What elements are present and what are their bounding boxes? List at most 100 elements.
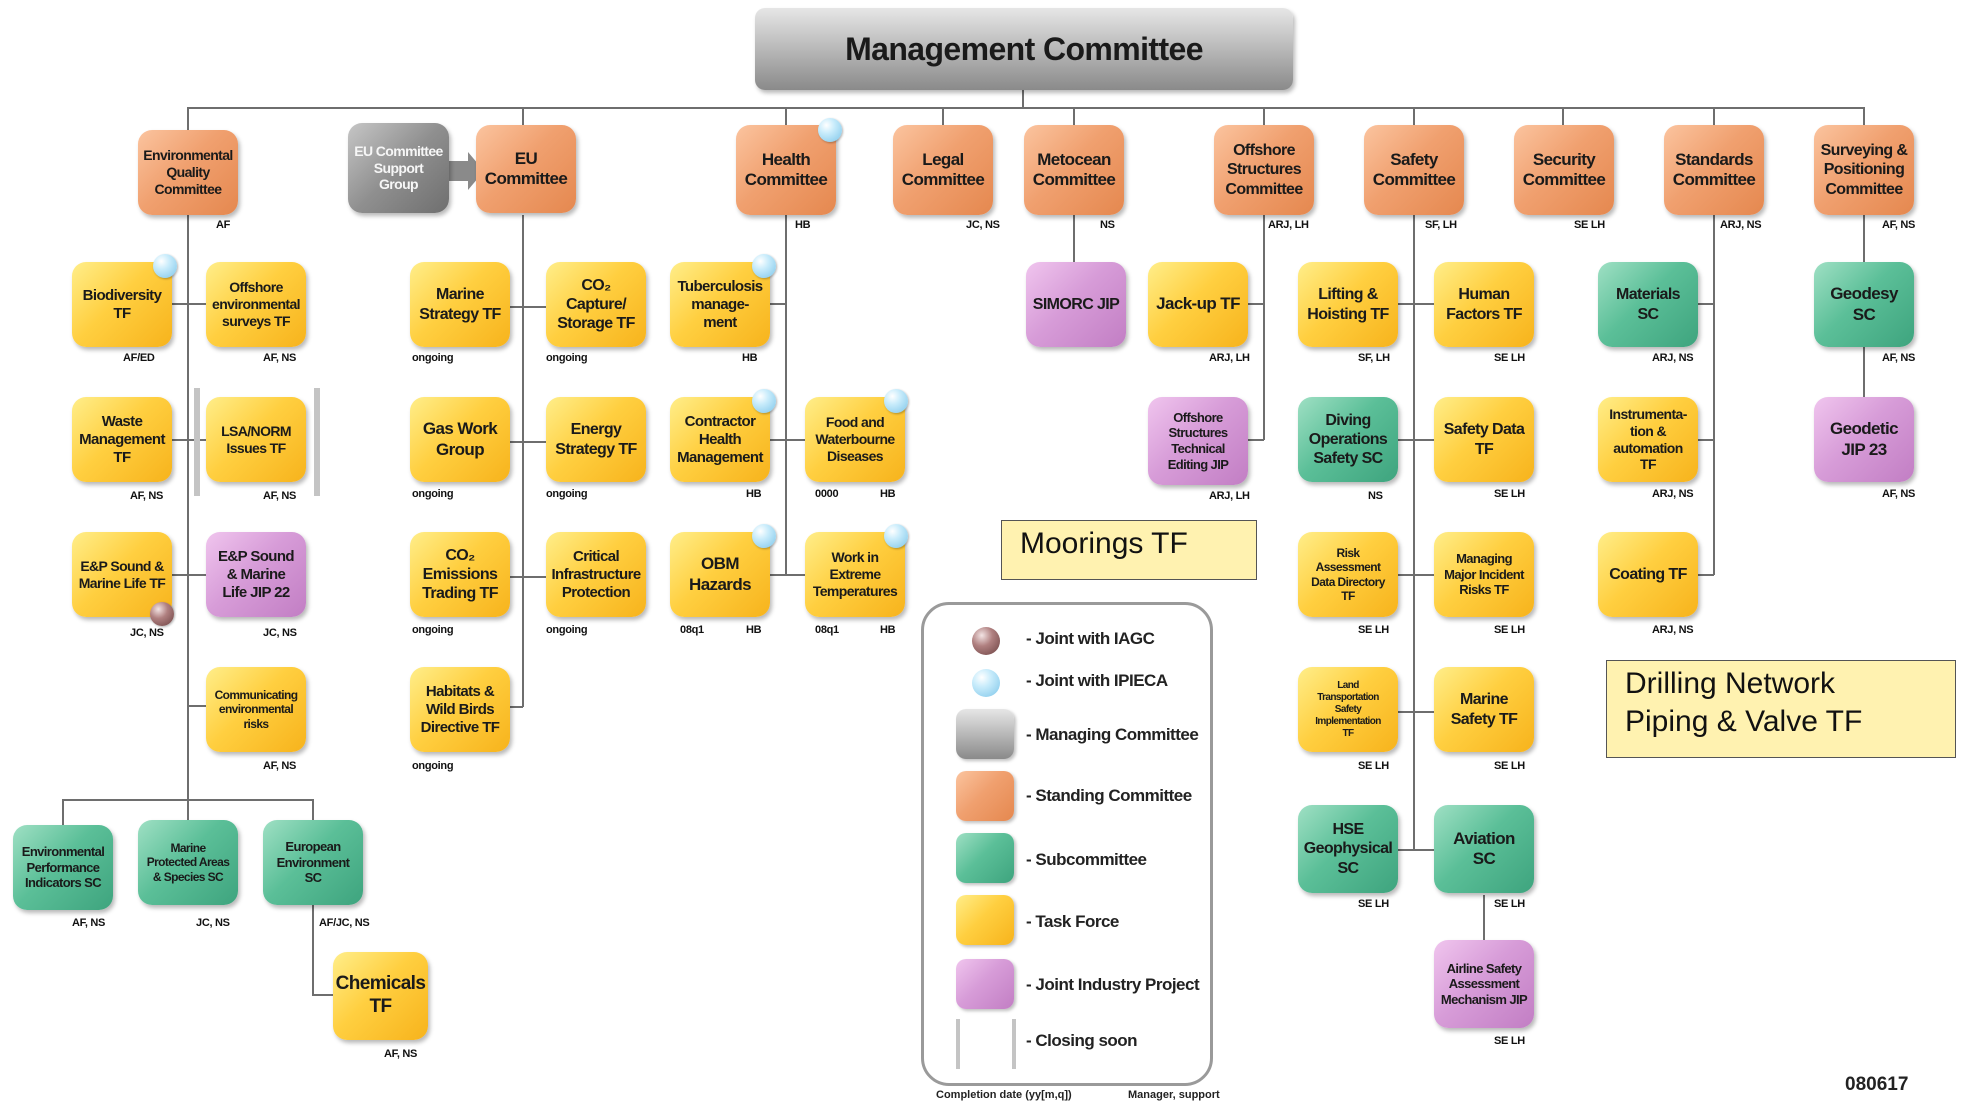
ipieca-joint-icon [752,389,776,413]
offshore-structures-technical-editing-jip[interactable]: Offshore Structures Technical Editing JI… [1148,397,1248,485]
marine-protected-areas-sc[interactable]: Marine Protected Areas & Species SC [138,820,238,905]
ipieca-joint-icon [884,524,908,548]
task-force-swatch [956,895,1014,945]
contractor-health-management[interactable]: Contractor Health Management [670,397,770,482]
closing-soon-bracket [194,388,320,496]
drilling-network-callout: Drilling Network Piping & Valve TF [1606,660,1956,758]
obm-hazards[interactable]: OBM Hazards [670,532,770,617]
surveying-positioning-committee[interactable]: Surveying & Positioning Committee [1814,125,1914,215]
legend-footer-completion-date: Completion date (yy[m,q]) [936,1089,1072,1101]
committee-note: HB [795,219,811,231]
biodiversity-tf[interactable]: Biodiversity TF [72,262,172,347]
box-note: 08q1 [815,624,839,636]
committee-note: SF, LH [1425,219,1457,231]
box-note: SE LH [1358,898,1389,910]
lifting-hoisting-tf[interactable]: Lifting & Hoisting TF [1298,262,1398,347]
hse-geophysical-sc[interactable]: HSE Geophysical SC [1298,805,1398,893]
simorc-jip[interactable]: SIMORC JIP [1026,262,1126,347]
aviation-sc[interactable]: Aviation SC [1434,805,1534,893]
environmental-performance-indicators-sc[interactable]: Environmental Performance Indicators SC [13,825,113,910]
instrumentation-automation-tf[interactable]: Instrumenta- tion & automation TF [1598,397,1698,482]
iagc-legend-icon [972,627,1000,655]
box-note: AF/ED [123,352,155,364]
legend-label: - Task Force [1026,912,1119,931]
iagc-joint-icon [150,602,174,626]
airline-safety-assessment-mechanism-jip[interactable]: Airline Safety Assessment Mechanism JIP [1434,940,1534,1028]
risk-assessment-data-directory-tf[interactable]: Risk Assessment Data Directory TF [1298,532,1398,617]
work-in-extreme-temperatures[interactable]: Work in Extreme Temperatures [805,532,905,617]
european-environment-sc[interactable]: European Environment SC [263,820,363,905]
box-note: ARJ, LH [1209,490,1250,502]
ep-sound-marine-life-jip[interactable]: E&P Sound & Marine Life JIP 22 [206,532,306,617]
box-note: ARJ, LH [1209,352,1250,364]
offshore-structures-committee[interactable]: Offshore Structures Committee [1214,125,1314,215]
energy-strategy-tf[interactable]: Energy Strategy TF [546,397,646,482]
jack-up-tf[interactable]: Jack-up TF [1148,262,1248,347]
lsa-norm-issues-tf[interactable]: LSA/NORM Issues TF [206,397,306,482]
box-note: SE LH [1494,624,1525,636]
eu-committee-support-group[interactable]: EU Committee Support Group [348,123,449,213]
habitats-wild-birds-directive-tf[interactable]: Habitats & Wild Birds Directive TF [410,667,510,752]
eu-committee[interactable]: EU Committee [476,125,576,213]
box-note: SE LH [1494,488,1525,500]
waste-management-tf[interactable]: Waste Management TF [72,397,172,482]
offshore-environmental-surveys-tf[interactable]: Offshore environmental surveys TF [206,262,306,347]
box-note: JC, NS [196,917,230,929]
box-note: AF, NS [263,490,297,502]
box-note: SE LH [1494,760,1525,772]
committee-note: SE LH [1574,219,1605,231]
ipieca-joint-icon [752,254,776,278]
committee-note: ARJ, NS [1720,219,1762,231]
diving-operations-safety-sc[interactable]: Diving Operations Safety SC [1298,397,1398,482]
jip-swatch [956,959,1014,1009]
ipieca-joint-icon [153,254,177,278]
standing-committee-swatch [956,771,1014,821]
box-note: AF, NS [384,1048,418,1060]
standards-committee[interactable]: Standards Committee [1664,125,1764,215]
communicating-environmental-risks[interactable]: Communicating environmental risks [206,667,306,752]
geodetic-jip-23[interactable]: Geodetic JIP 23 [1814,397,1914,482]
chemicals-tf[interactable]: Chemicals TF [333,952,428,1040]
safety-committee[interactable]: Safety Committee [1364,125,1464,215]
box-note: ongoing [412,624,454,636]
food-waterbourne-diseases[interactable]: Food and Waterbourne Diseases [805,397,905,482]
geodesy-sc[interactable]: Geodesy SC [1814,262,1914,347]
safety-data-tf[interactable]: Safety Data TF [1434,397,1534,482]
managing-committee-swatch [956,709,1014,759]
management-committee-title: Management Committee [845,30,1203,67]
marine-strategy-tf[interactable]: Marine Strategy TF [410,262,510,347]
managing-major-incident-risks-tf[interactable]: Managing Major Incident Risks TF [1434,532,1534,617]
box-note: AF, NS [263,352,297,364]
tuberculosis-management[interactable]: Tuberculosis manage- ment [670,262,770,347]
health-committee[interactable]: Health Committee [736,125,836,215]
committee-note: AF [216,219,231,231]
security-committee[interactable]: Security Committee [1514,125,1614,215]
materials-sc[interactable]: Materials SC [1598,262,1698,347]
box-note: ongoing [546,352,588,364]
marine-safety-tf[interactable]: Marine Safety TF [1434,667,1534,752]
co2-capture-storage-tf[interactable]: CO₂ Capture/ Storage TF [546,262,646,347]
legal-committee[interactable]: Legal Committee [893,125,993,215]
subcommittee-swatch [956,833,1014,883]
box-note: AF, NS [1882,488,1916,500]
box-note: SE LH [1494,898,1525,910]
metocean-committee[interactable]: Metocean Committee [1024,125,1124,215]
coating-tf[interactable]: Coating TF [1598,532,1698,617]
box-note: ongoing [412,488,454,500]
human-factors-tf[interactable]: Human Factors TF [1434,262,1534,347]
committee-note: ARJ, LH [1268,219,1309,231]
gas-work-group[interactable]: Gas Work Group [410,397,510,482]
critical-infrastructure-protection[interactable]: Critical Infrastructure Protection [546,532,646,617]
legend-label: - Closing soon [1026,1031,1138,1050]
land-transportation-safety-tf[interactable]: Land Transportation Safety Implementatio… [1298,667,1398,752]
box-note: HB [742,352,758,364]
legend-label: - Joint with IPIECA [1026,671,1168,690]
box-note: 08q1 [680,624,704,636]
box-note: AF/JC, NS [319,917,370,929]
management-committee-box[interactable]: Management Committee [755,8,1293,90]
ep-sound-marine-life-tf[interactable]: E&P Sound & Marine Life TF [72,532,172,617]
co2-emissions-trading-tf[interactable]: CO₂ Emissions Trading TF [410,532,510,617]
moorings-tf-callout: Moorings TF [1001,520,1257,580]
environmental-quality-committee[interactable]: Environmental Quality Committee [138,130,238,215]
